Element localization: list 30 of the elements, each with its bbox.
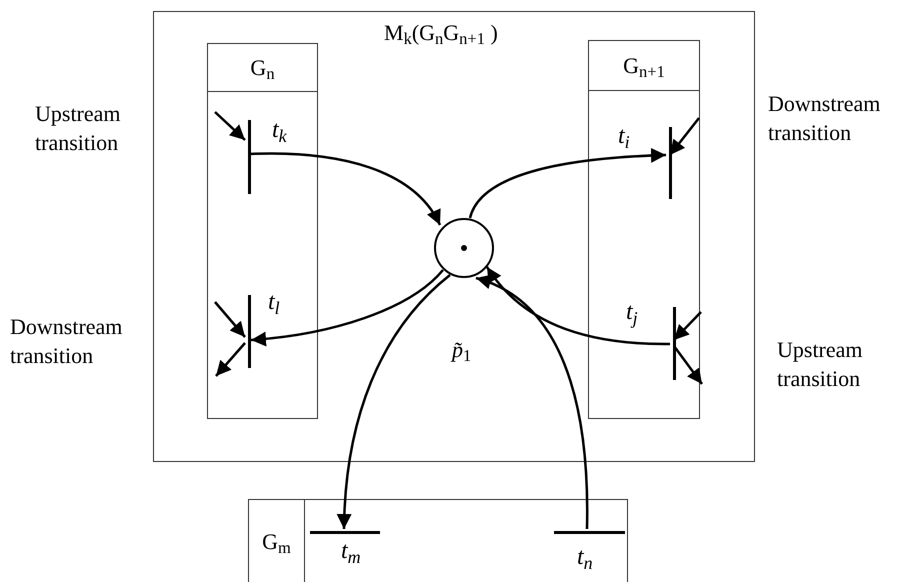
group-label: G$_{n}$ bbox=[250, 56, 275, 78]
group-label: M$_{k}$(G$_{n}$G$_{n+1}$ ) bbox=[384, 22, 498, 44]
transition-label: t$_{k}$ bbox=[272, 118, 287, 142]
transition-label: t$_{n}$ bbox=[577, 545, 593, 569]
transition-label: t$_{l}$ bbox=[268, 290, 280, 314]
group-box bbox=[207, 43, 318, 419]
transition-label: t$_{m}$ bbox=[341, 539, 361, 563]
annotation-text: Downstream transition bbox=[768, 90, 882, 147]
arrow bbox=[214, 301, 246, 338]
group-box bbox=[153, 11, 755, 462]
arrow bbox=[468, 148, 666, 218]
arrow bbox=[476, 276, 588, 529]
annotation-text: Upstream transition bbox=[35, 100, 122, 157]
arrow bbox=[486, 266, 670, 346]
group-label: G$_{m}$ bbox=[262, 531, 291, 553]
annotation-text: p̃$_{1}$ bbox=[452, 336, 472, 365]
arrow bbox=[337, 274, 451, 530]
arrow bbox=[250, 269, 444, 346]
arrow bbox=[673, 345, 703, 385]
arrow bbox=[248, 152, 442, 226]
arrow bbox=[215, 342, 246, 377]
annotation-text: Upstream transition bbox=[777, 336, 864, 393]
annotation-text: Downstream transition bbox=[10, 313, 124, 370]
arrow bbox=[669, 117, 700, 156]
group-box bbox=[588, 40, 700, 419]
group-box bbox=[248, 499, 628, 582]
group-label: G$_{n+1}$ bbox=[623, 54, 665, 76]
arrow bbox=[673, 311, 702, 341]
arrow bbox=[214, 111, 246, 141]
transition-label: t$_{i}$ bbox=[618, 124, 630, 148]
